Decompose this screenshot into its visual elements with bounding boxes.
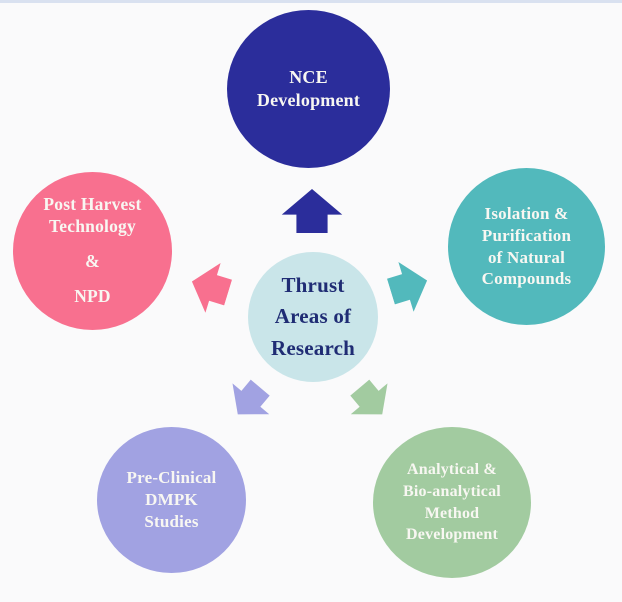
center-label-line: Research bbox=[270, 335, 356, 360]
circle-label-line: & bbox=[85, 251, 100, 271]
arrow-up-shape bbox=[281, 189, 343, 233]
circle-label-line: Bio-analytical bbox=[403, 482, 501, 500]
arrow-right-icon bbox=[387, 262, 428, 312]
circle-label-line: Pre-Clinical bbox=[126, 467, 217, 487]
center-label-line: Areas of bbox=[274, 304, 352, 329]
circle-label-line: Method bbox=[424, 504, 480, 522]
arrow-down-left-icon bbox=[232, 379, 270, 415]
arrow-left-shape bbox=[191, 263, 232, 313]
circle-isolation-purification: Isolation & Purification of Natural Comp… bbox=[448, 168, 605, 325]
circle-nce-development: NCE Development bbox=[227, 10, 390, 168]
circle-post-harvest-npd: Post Harvest Technology & NPD bbox=[13, 172, 172, 330]
circle-label-line: Studies bbox=[144, 512, 199, 532]
circle-pre-clinical-dmpk: Pre-Clinical DMPK Studies bbox=[97, 427, 246, 573]
circle-label-line: of Natural bbox=[487, 247, 566, 267]
arrow-left-icon bbox=[191, 263, 232, 313]
circle-label-line: NCE bbox=[289, 66, 328, 87]
circle-label-line: DMPK bbox=[145, 489, 198, 509]
circle-label-line: Isolation & bbox=[484, 204, 569, 223]
center-label-line: Thrust bbox=[281, 272, 345, 297]
circle-label-line: Purification bbox=[481, 225, 572, 245]
circle-label-line: NPD bbox=[74, 285, 111, 306]
circle-label-line: Compounds bbox=[481, 269, 572, 289]
circle-label-line: Development bbox=[406, 526, 498, 544]
arrow-down-right-shape bbox=[350, 379, 388, 415]
arrow-right-shape bbox=[387, 262, 428, 312]
circle-label-line: Post Harvest bbox=[43, 194, 142, 215]
top-border-line bbox=[0, 0, 622, 3]
arrow-up-icon bbox=[281, 189, 343, 233]
circle-label-line: Technology bbox=[49, 216, 136, 237]
arrow-down-right-icon bbox=[350, 379, 388, 415]
arrow-down-left-shape bbox=[232, 379, 270, 415]
circle-label-line: Analytical & bbox=[407, 461, 497, 479]
circle-label-line: Development bbox=[256, 90, 361, 110]
circle-analytical-method: Analytical & Bio-analytical Method Devel… bbox=[373, 427, 531, 578]
circle-thrust-areas-center: Thrust Areas of Research bbox=[248, 252, 378, 382]
